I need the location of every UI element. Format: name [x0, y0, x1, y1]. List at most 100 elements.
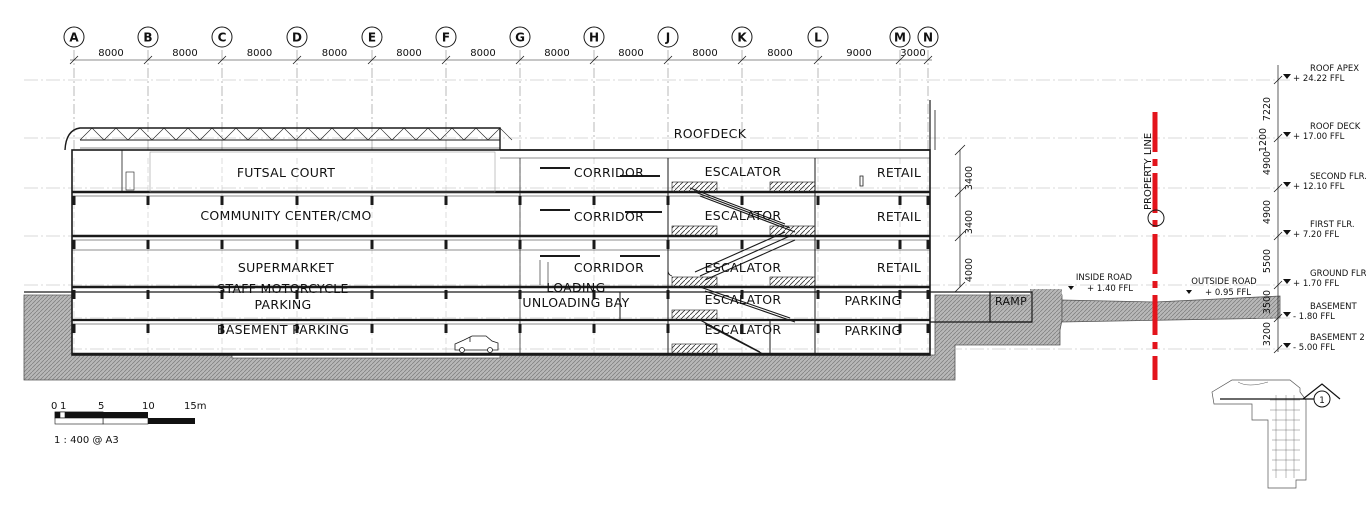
bay-dimension: 8000: [396, 48, 421, 59]
bay-dimension: 8000: [767, 48, 792, 59]
grid-label: L: [814, 31, 822, 45]
label-parking-b2: PARKING: [845, 323, 902, 338]
grid-label: F: [442, 31, 450, 45]
dim-inner-ground: 4000: [964, 258, 975, 282]
level-value: - 5.00 FFL: [1293, 343, 1335, 353]
grid-label: B: [143, 31, 152, 45]
level-name: BASEMENT 2: [1310, 333, 1365, 343]
property-line: PROPERTY LINE: [1143, 112, 1165, 380]
column: [444, 196, 448, 205]
bay-dimension: 8000: [247, 48, 272, 59]
grid-bubble: [889, 26, 911, 48]
bay-dimension: 8000: [544, 48, 569, 59]
column: [816, 240, 820, 249]
column: [72, 324, 76, 333]
label-staff-motorcycle: STAFF MOTORCYCLE: [217, 281, 349, 296]
level-marker-icon: [1283, 182, 1291, 187]
level-tick: [1273, 231, 1283, 241]
column: [898, 324, 902, 333]
grid-label: A: [69, 31, 79, 45]
label-corridor-2: CORRIDOR: [574, 165, 644, 180]
label-escalator-b2: ESCALATOR: [705, 322, 782, 337]
column: [370, 324, 374, 333]
storey-dimensions: 3400 3400 4000: [954, 144, 975, 293]
scale-tick-5: 5: [98, 401, 104, 412]
column: [740, 290, 744, 299]
column: [72, 290, 76, 299]
column: [898, 196, 902, 205]
label-staff-parking: PARKING: [255, 297, 312, 312]
column: [444, 290, 448, 299]
column: [146, 240, 150, 249]
grid-bubble: [435, 26, 457, 48]
fixtures: [539, 167, 864, 285]
inside-road-value: + 1.40 FFL: [1087, 284, 1133, 294]
column: [898, 290, 902, 299]
grid-bubble: [361, 26, 383, 48]
scale-ratio: 1 : 400 @ A3: [54, 435, 119, 446]
dim-inner-first: 3400: [964, 210, 975, 234]
column: [816, 196, 820, 205]
level-tick: [1273, 280, 1283, 290]
level-value: + 17.00 FFL: [1293, 132, 1345, 142]
level-dimension: 4900: [1262, 200, 1273, 224]
column: [740, 196, 744, 205]
grid-bubble: [137, 26, 159, 48]
label-escalator-b1: ESCALATOR: [705, 292, 782, 307]
level-marker-icon: [1283, 279, 1291, 284]
column: [146, 290, 150, 299]
level-name: ROOF APEX: [1310, 64, 1359, 74]
level-value: + 24.22 FFL: [1293, 74, 1345, 84]
grid-label: M: [894, 31, 906, 45]
grid-bubble: [657, 26, 679, 48]
bay-dimension: 8000: [322, 48, 347, 59]
outside-road-name: OUTSIDE ROAD: [1191, 277, 1257, 287]
roof-truss: [64, 127, 513, 193]
column: [295, 240, 299, 249]
column: [295, 324, 299, 333]
level-name: FIRST FLR.: [1310, 220, 1355, 230]
escalators: [667, 181, 816, 356]
outside-road-value: + 0.95 FFL: [1205, 288, 1251, 298]
label-ramp: RAMP: [995, 295, 1027, 308]
car-icon: [454, 335, 499, 353]
label-loading: LOADING: [546, 280, 605, 295]
column: [926, 290, 930, 299]
label-community-center: COMMUNITY CENTER/CMO: [200, 208, 371, 223]
dim-inner-second: 3400: [964, 166, 975, 190]
key-plan-marker: 1: [1319, 396, 1325, 406]
level-marker-icon: [1283, 343, 1291, 348]
level-name: SECOND FLR.: [1310, 172, 1366, 182]
grid-bubble: [211, 26, 233, 48]
level-tick: [1273, 133, 1283, 143]
column: [220, 240, 224, 249]
column: [146, 196, 150, 205]
column: [898, 240, 902, 249]
bay-dimension: 8000: [692, 48, 717, 59]
grid-bubble: [63, 26, 85, 48]
level-marker-icon: [1283, 132, 1291, 137]
level-dimension: 3200: [1262, 322, 1273, 346]
scale-tick-1: 1: [60, 401, 66, 412]
grid-label: N: [923, 31, 933, 45]
level-dimension: 1200: [1258, 128, 1269, 152]
scale-tick-15: 15m: [184, 401, 206, 412]
scale-tick-10: 10: [142, 401, 155, 412]
level-marker-icon: [1283, 74, 1291, 79]
scale-bar: 0 1 5 10 15m 1 : 400 @ A3: [51, 401, 206, 446]
grid-label: J: [665, 31, 670, 45]
ground-earth: [23, 289, 1281, 381]
column: [370, 196, 374, 205]
bay-dimension: 9000: [846, 48, 871, 59]
building-structure: [24, 100, 1033, 356]
level-dimension: 4900: [1262, 151, 1273, 175]
bay-dimension: 8000: [98, 48, 123, 59]
grid-bubble: [583, 26, 605, 48]
label-escalator-g: ESCALATOR: [705, 260, 782, 275]
grid-bubble: [286, 26, 308, 48]
label-retail-g: RETAIL: [877, 260, 921, 275]
column: [146, 324, 150, 333]
level-dimension: 7220: [1262, 97, 1273, 121]
